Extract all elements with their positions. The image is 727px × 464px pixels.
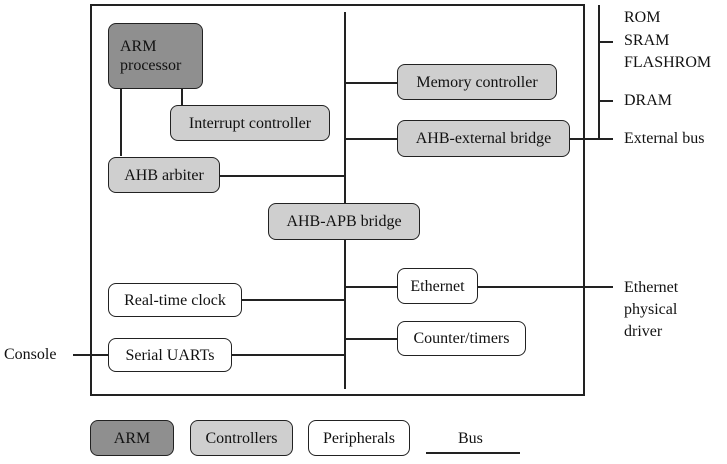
ahb-arbiter-block: AHB arbiter	[108, 157, 220, 193]
system-frame	[90, 4, 585, 396]
main-bus-line	[344, 12, 346, 389]
ahb-external-bridge-label: AHB-external bridge	[415, 130, 552, 147]
memory-controller-label: Memory controller	[416, 73, 538, 91]
legend-arm-swatch: ARM	[90, 420, 174, 456]
arm-to-interrupt-line	[181, 88, 183, 106]
legend-bus-label: Bus	[458, 430, 483, 447]
ethernet-driver-label: Ethernet physical driver	[624, 279, 679, 340]
interrupt-controller-label: Interrupt controller	[188, 114, 312, 132]
dram-label: DRAM	[624, 92, 673, 109]
counter-timers-label: Counter/timers	[413, 330, 510, 347]
ethernet-connector-left	[345, 286, 398, 288]
serial-uarts-label: Serial UARTs	[125, 346, 215, 364]
ahb-arbiter-label: AHB arbiter	[124, 166, 204, 184]
rtc-connector	[241, 299, 345, 301]
external-bus-label: External bus	[624, 130, 705, 147]
console-connector	[73, 354, 108, 356]
legend-bus-line	[426, 452, 520, 454]
external-bridge-connector-left	[345, 138, 397, 140]
arbiter-connector	[219, 175, 345, 177]
legend-arm-label: ARM	[113, 429, 151, 447]
flashrom-label: FLASHROM	[624, 54, 712, 71]
ethernet-block: Ethernet	[397, 268, 478, 304]
legend-peripherals-label: Peripherals	[323, 429, 395, 447]
legend-peripherals-swatch: Peripherals	[308, 420, 410, 456]
counter-connector	[345, 338, 398, 340]
memory-controller-connector	[345, 82, 397, 84]
console-label: Console	[4, 346, 57, 363]
dram-tick	[599, 100, 613, 102]
rom-tick	[599, 41, 613, 43]
serial-uarts-block: Serial UARTs	[108, 338, 232, 372]
ethernet-label: Ethernet	[410, 277, 465, 295]
rom-label: ROM	[624, 9, 661, 26]
ahb-external-bridge-block: AHB-external bridge	[397, 120, 570, 157]
arm-to-arbiter-line	[120, 88, 122, 156]
arm-processor-block: ARM processor	[108, 23, 203, 89]
real-time-clock-block: Real-time clock	[108, 283, 242, 317]
counter-timers-block: Counter/timers	[397, 321, 526, 356]
ahb-apb-bridge-label: AHB-APB bridge	[286, 213, 402, 230]
sram-label: SRAM	[624, 32, 670, 49]
uart-connector	[231, 354, 345, 356]
arm-processor-label: ARM processor	[120, 38, 182, 74]
real-time-clock-label: Real-time clock	[124, 291, 226, 309]
ethernet-connector-right	[477, 286, 613, 288]
legend-controllers-swatch: Controllers	[190, 420, 293, 456]
ahb-apb-bridge-block: AHB-APB bridge	[268, 203, 420, 240]
interrupt-controller-block: Interrupt controller	[170, 105, 330, 141]
external-bridge-connector-right	[569, 138, 613, 140]
legend-controllers-label: Controllers	[205, 429, 278, 447]
external-bus-line	[598, 5, 600, 139]
memory-controller-block: Memory controller	[397, 64, 557, 100]
